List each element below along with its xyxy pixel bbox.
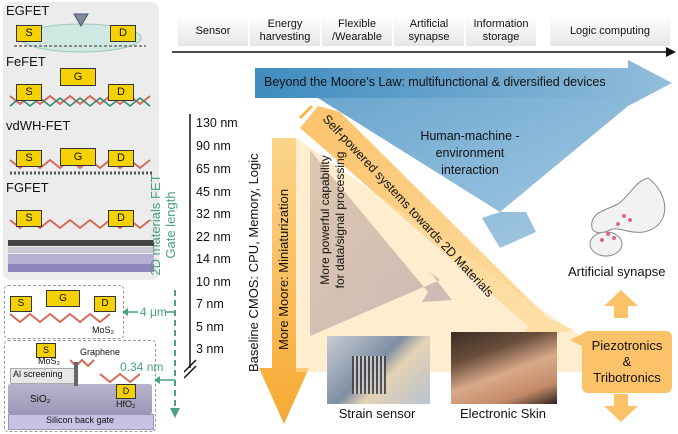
fgfet-drain: D <box>108 210 134 227</box>
artificial-synapse-label: Artificial synapse <box>568 264 666 279</box>
node-3nm: 3 nm <box>196 342 224 356</box>
node-90nm: 90 nm <box>196 139 231 153</box>
scale-4um-label: 4 μm <box>140 305 167 319</box>
synapse-illustration <box>589 177 666 257</box>
self-powered-arrow <box>300 106 574 340</box>
vdwh-fet-title: vdWH-FET <box>6 118 71 133</box>
cross-section-top-lattice <box>9 312 111 324</box>
node-10nm: 10 nm <box>196 275 231 289</box>
egfet-title: EGFET <box>6 3 50 18</box>
fefet-drain: D <box>108 84 134 101</box>
electronic-skin-label: Electronic Skin <box>460 406 546 421</box>
strain-sensor-label: Strain sensor <box>338 406 416 421</box>
node-65nm: 65 nm <box>196 162 231 176</box>
node-14nm: 14 nm <box>196 252 231 266</box>
piezotronics-amp: & <box>622 354 632 369</box>
cross-bottom-drain: D <box>116 384 136 399</box>
vdwh-fet-drain: D <box>108 150 134 167</box>
scale-034nm-label: 0.34 nm <box>120 360 164 374</box>
piezotronics-box: Piezotronics & Tribotronics <box>582 331 672 393</box>
cross-top-drain: D <box>94 296 116 312</box>
vdwh-fet-gate: G <box>60 148 96 166</box>
silicon-back-gate-layer <box>8 414 154 430</box>
cross-top-mos2-label: MoS₂ <box>92 325 114 335</box>
node-45nm: 45 nm <box>196 185 231 199</box>
human-machine-arrow <box>318 98 628 248</box>
more-powerful-label: More powerful capability for data/signal… <box>318 151 347 289</box>
node-7nm: 7 nm <box>196 297 224 311</box>
human-machine-label: Human-machine -environment interaction <box>420 129 520 177</box>
fefet-source: S <box>16 84 42 101</box>
cross-mos2-label: MoS₂ <box>38 356 60 366</box>
tab-sensor: Sensor <box>178 16 248 46</box>
tab-artificial-synapse: Artificial synapse <box>394 16 464 46</box>
tab-energy-harvesting: Energy harvesting <box>250 16 320 46</box>
graphene-label: Graphene <box>80 347 121 357</box>
egfet-source: S <box>16 25 42 42</box>
piezo-up-arrow <box>604 290 638 318</box>
piezo-down-arrow <box>604 394 638 422</box>
al-screening-label: Al screening <box>13 369 63 379</box>
fgfet-title: FGFET <box>6 180 49 195</box>
hfo2-label: HfO₂ <box>116 399 136 409</box>
beyond-moore-label: Beyond the Moore’s Law: multifunctional … <box>264 75 606 89</box>
cross-section-step <box>70 358 141 386</box>
sio2-label: SiO₂ <box>30 394 51 405</box>
applications-baseline-arrow <box>172 47 676 57</box>
piezotronics-line2: Tribotronics <box>593 370 661 385</box>
cross-section-bottom <box>4 340 156 432</box>
piezotronics-line1: Piezotronics <box>591 338 663 353</box>
fefet-gate: G <box>60 68 96 86</box>
tab-logic-computing: Logic computing <box>550 16 670 46</box>
cross-top-source: S <box>10 296 32 312</box>
node-32nm: 32 nm <box>196 207 231 221</box>
node-22nm: 22 nm <box>196 230 231 244</box>
vdwh-fet-source: S <box>16 150 42 167</box>
node-130nm: 130 nm <box>196 116 238 130</box>
fefet-title: FeFET <box>6 54 46 69</box>
tab-flexible-wearable: Flexible /Wearable <box>322 16 392 46</box>
electronic-skin-photo <box>451 332 557 404</box>
beyond-moore-arrow <box>255 60 672 106</box>
cross-bottom-source: S <box>36 343 56 358</box>
strain-sensor-grid <box>352 356 386 394</box>
more-moore-arrow <box>259 138 309 424</box>
tab-information-storage: Information storage <box>466 16 536 46</box>
egfet-drain: D <box>110 25 136 42</box>
node-scale-axis <box>184 114 197 379</box>
fgfet-source: S <box>16 210 42 227</box>
cross-top-gate: G <box>46 290 80 307</box>
silicon-back-gate-label: Silicon back gate <box>45 415 115 425</box>
applications-triangle <box>296 138 586 372</box>
node-5nm: 5 nm <box>196 320 224 334</box>
gate-length-axis <box>122 290 180 418</box>
more-moore-label: More Moore: Miniaturization <box>276 188 291 350</box>
